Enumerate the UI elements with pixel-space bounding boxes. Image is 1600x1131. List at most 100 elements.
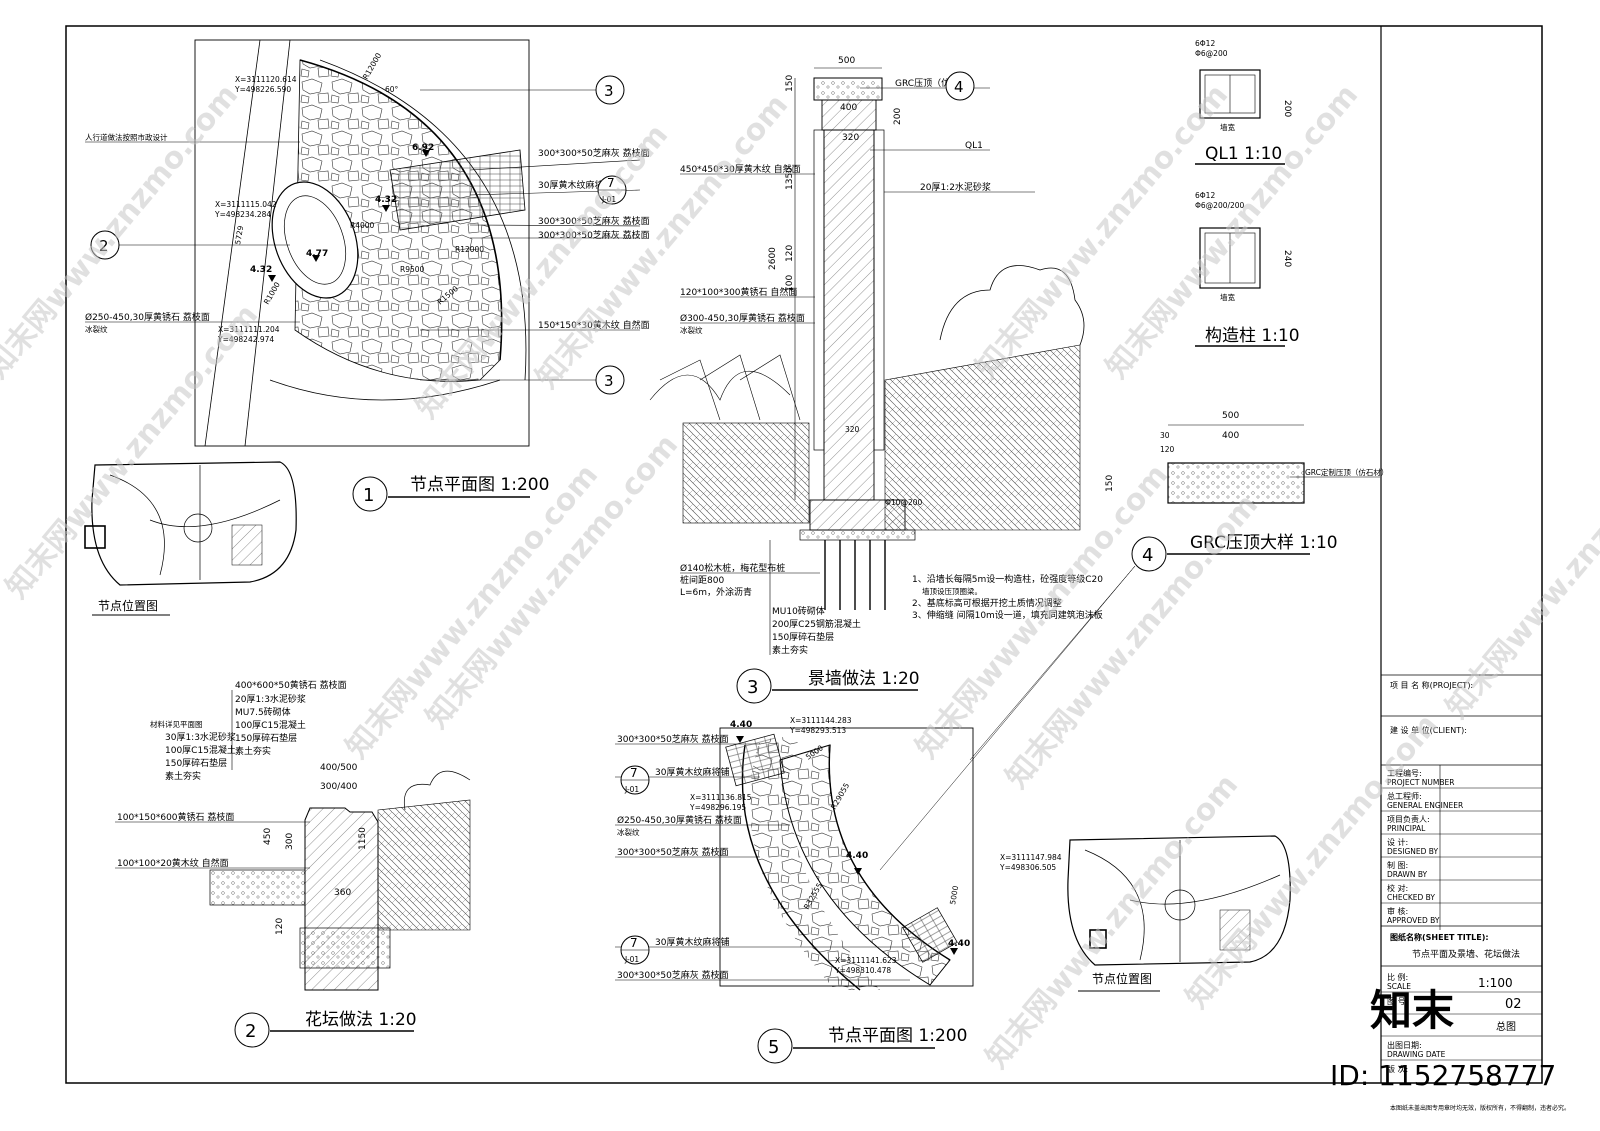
wall-note: 2、基底标高可根据开挖土质情况调整	[912, 597, 1062, 609]
image-id: ID: 1152758777	[1330, 1059, 1556, 1092]
tb-designed: 设 计:	[1387, 837, 1408, 847]
elev-label: 4.40	[948, 939, 970, 949]
section-callout: 3	[604, 372, 614, 390]
tb-scale-en: SCALE	[1387, 982, 1411, 991]
layer-label: 150厚碎石垫层	[235, 732, 297, 744]
coordinate: Y=498310.478	[834, 966, 891, 975]
dimension: 150	[1105, 475, 1115, 492]
detail-callout: 4	[954, 78, 964, 96]
dimension: 240	[1282, 250, 1292, 267]
title-wall-section: 景墙做法 1:20	[808, 669, 920, 689]
material-label: 300*300*50芝麻灰 荔枝面	[538, 229, 650, 241]
column-detail: 6Φ12 Φ6@200/200 240 墙宽 构造柱 1:10	[1195, 191, 1300, 347]
coordinate: Y=498242.974	[217, 335, 274, 344]
layer-label: 200厚C25钢筋混凝土	[772, 618, 861, 630]
tb-client: 建 设 单 位(CLIENT):	[1390, 725, 1467, 735]
coordinate: X=3111120.614	[235, 75, 297, 84]
material-label: 100*100*20黄木纹 自然面	[117, 857, 229, 869]
tb-project: 项 目 名 称(PROJECT):	[1390, 680, 1473, 690]
material-label: 400*600*50黄锈石 荔枝面	[235, 679, 347, 691]
plan-5-node-plan: 4.40 4.40 4.40 X=3111144.283 Y=498293.51…	[615, 716, 1062, 1064]
note-road: 人行道做法按照市政设计	[85, 132, 168, 142]
coordinate: X=3111111.204	[218, 325, 280, 334]
radius-label: R29055	[829, 781, 851, 811]
planter-left-note: 材料详见平面图	[150, 719, 203, 729]
watermark-text: 知末网www.znzmo.com	[419, 428, 685, 735]
material-label: Ø250-450,30厚黄锈石 荔枝面	[85, 311, 210, 323]
pile-note: 桩间距800	[680, 574, 724, 586]
wall-section-3: 500 400 320 150 1350 2600 120 100 200 32…	[649, 56, 1103, 704]
title-grc: GRC压顶大样 1:10	[1190, 533, 1338, 553]
location-map-title: 节点位置图	[1092, 971, 1152, 986]
pile-note: L=6m，外涂沥青	[680, 586, 752, 598]
tb-date: 出图日期:	[1387, 1040, 1422, 1050]
dimension: 30	[1160, 431, 1170, 440]
tb-gen-en: GENERAL ENGINEER	[1387, 801, 1463, 810]
watermark-text: 知末网www.znzmo.com	[979, 768, 1245, 1075]
pile-note: Ø140松木桩，梅花型布桩	[680, 562, 785, 574]
tb-drawno: 图 号:	[1387, 997, 1408, 1006]
section-callout: 3	[604, 82, 614, 100]
coordinate: Y=498293.513	[789, 726, 846, 735]
material-label: 300*300*50芝麻灰 荔枝面	[617, 969, 729, 981]
dimension: 200	[1282, 100, 1292, 117]
material-label: 150*150*30黄木纹 自然面	[538, 319, 650, 331]
coordinate: X=3111147.984	[1000, 853, 1062, 862]
title-number: 3	[747, 677, 758, 698]
material-label: Ø300-450,30厚黄锈石 荔枝面	[680, 312, 805, 324]
dimension: 2600	[768, 247, 778, 270]
rebar-label: 6Φ12	[1195, 39, 1215, 48]
material-label: 300*300*50芝麻灰 荔枝面	[617, 846, 729, 858]
detail-callout: 7	[630, 766, 638, 780]
coordinate: X=3111136.815	[690, 793, 752, 802]
tb-date-en: DRAWING DATE	[1387, 1050, 1446, 1059]
coordinate: Y=498226.590	[234, 85, 291, 94]
title-column: 构造柱 1:10	[1205, 326, 1300, 346]
planter-section-2: 400*600*50黄锈石 荔枝面 20厚1:3水泥砂浆 MU7.5砖砌体 10…	[115, 679, 471, 1048]
dimension: 300/400	[320, 782, 358, 792]
wall-note: 1、沿墙长每隔5m设一构造柱，砼强度等级C20	[912, 573, 1103, 585]
tb-projnum: 工程编号:	[1387, 768, 1422, 778]
coordinate: X=3111141.623	[835, 956, 897, 965]
dimension: 500	[838, 56, 855, 66]
layer-label: 素土夯实	[235, 745, 271, 757]
rebar-label: Φ6@200	[1195, 49, 1228, 58]
title-number: 4	[1142, 545, 1153, 566]
title-block: 项 目 名 称(PROJECT): 建 设 单 位(CLIENT): 工程编号:…	[1381, 674, 1570, 1112]
material-label: 300*300*50芝麻灰 荔枝面	[617, 733, 729, 745]
material-label: 30厚黄木纹麻将铺	[655, 936, 729, 948]
wall-note: 墙顶设压顶圈梁。	[922, 586, 982, 596]
section-callout: 2	[99, 237, 109, 255]
dimension: 150	[785, 75, 795, 92]
elev-label: 4.40	[730, 720, 752, 730]
coordinate: Y=498234.284	[214, 210, 271, 219]
plan-1-node-plan: 4.32 6.92 4.77 4.32 X=3111120.614 Y=4982…	[85, 39, 650, 512]
planter-left-note: 30厚1:3水泥砂浆	[165, 731, 236, 743]
coordinate: X=3111144.283	[790, 716, 852, 725]
rebar-label: Φ6@200/200	[1195, 201, 1245, 210]
detail-callout-ref: J-01	[601, 195, 616, 204]
watermark-text: 知末网www.znzmo.com	[969, 78, 1235, 385]
material-label: 30厚黄木纹麻将铺	[538, 179, 612, 191]
dimension: 400/500	[320, 763, 358, 773]
detail-callout-ref: J-01	[624, 785, 639, 794]
material-label: 冰裂纹	[85, 324, 108, 334]
location-map-1: 节点位置图	[84, 461, 297, 616]
layer-label: 素土夯实	[772, 644, 808, 656]
elev-label: 4.40	[846, 851, 868, 861]
dimension: 300	[285, 833, 295, 850]
elev-label: 4.32	[250, 265, 272, 275]
title-plan-5: 节点平面图 1:200	[828, 1026, 967, 1046]
title-ql1: QL1 1:10	[1205, 144, 1282, 164]
tb-designed-en: DESIGNED BY	[1387, 847, 1439, 856]
material-label: GRC定制压顶（仿石材）	[1305, 467, 1388, 477]
tb-sheet-value: 节点平面及景墙、花坛做法	[1412, 948, 1520, 960]
layer-label: 20厚1:3水泥砂浆	[235, 693, 306, 705]
detail-callout: 7	[630, 936, 638, 950]
planter-left-note: 150厚碎石垫层	[165, 757, 227, 769]
grc-coping-detail: 500 400 30 120 150 GRC定制压顶（仿石材） 4 GRC压顶大…	[879, 411, 1388, 871]
tb-dno: 总图	[1496, 1020, 1516, 1033]
radius-label: R9500	[400, 265, 425, 274]
tb-scale-value: 1:100	[1478, 976, 1513, 990]
radius-label: R12000	[361, 51, 383, 81]
